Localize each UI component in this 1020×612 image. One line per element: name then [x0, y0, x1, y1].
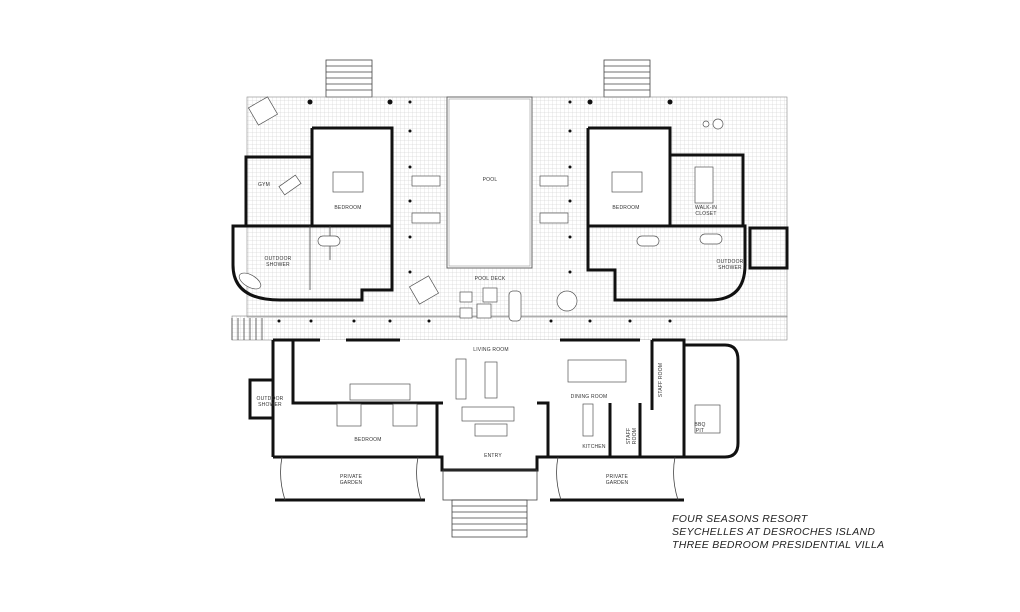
label-private-garden-right-2: GARDEN — [606, 480, 629, 486]
private-gardens — [275, 456, 684, 502]
label-outdoor-shower-lower-1: OUTDOOR — [257, 396, 284, 402]
label-walk-in-closet-1: WALK-IN — [695, 205, 717, 211]
stairs-top-left — [325, 59, 373, 98]
label-outdoor-shower-left-1: OUTDOOR — [265, 256, 292, 262]
label-staff-room-large: STAFF ROOM — [658, 363, 664, 397]
deck-furniture — [247, 96, 724, 322]
stairs-top-right — [603, 59, 651, 98]
label-entry: ENTRY — [484, 453, 502, 459]
caption-line-2: SEYCHELLES AT DESROCHES ISLAND — [672, 526, 876, 538]
label-pool-deck: POOL DECK — [475, 276, 506, 282]
main-house — [248, 338, 740, 472]
label-living-room: LIVING ROOM — [473, 347, 509, 353]
deck-columns — [277, 99, 673, 323]
left-bedroom-wing — [231, 126, 394, 302]
label-bedroom-left: BEDROOM — [334, 205, 361, 211]
label-outdoor-shower-right-1: OUTDOOR — [717, 259, 744, 265]
label-outdoor-shower-left-2: SHOWER — [266, 262, 290, 268]
label-walk-in-closet-2: CLOSET — [695, 211, 716, 217]
right-bedroom-wing — [586, 126, 789, 302]
label-bbq-pit-1: BBQ — [694, 422, 705, 428]
label-gym: GYM — [258, 182, 270, 188]
label-dining-room: DINING ROOM — [571, 394, 608, 400]
label-outdoor-shower-right-2: SHOWER — [718, 265, 742, 271]
entry-stairs — [442, 469, 538, 538]
label-bedroom-lower: BEDROOM — [354, 437, 381, 443]
label-bedroom-right: BEDROOM — [612, 205, 639, 211]
label-outdoor-shower-lower-2: SHOWER — [258, 402, 282, 408]
label-staff-room-small-2: ROOM — [632, 428, 638, 444]
label-bbq-pit-2: PIT — [696, 428, 704, 434]
label-private-garden-left-1: PRIVATE — [340, 474, 363, 480]
label-private-garden-left-2: GARDEN — [340, 480, 363, 486]
label-pool: POOL — [483, 177, 498, 183]
label-private-garden-right-1: PRIVATE — [606, 474, 629, 480]
caption-line-3: THREE BEDROOM PRESIDENTIAL VILLA — [672, 539, 885, 551]
pool — [446, 96, 533, 269]
caption-line-1: FOUR SEASONS RESORT — [672, 513, 808, 525]
label-staff-room-small-1: STAFF — [626, 428, 632, 444]
label-kitchen: KITCHEN — [582, 444, 606, 450]
